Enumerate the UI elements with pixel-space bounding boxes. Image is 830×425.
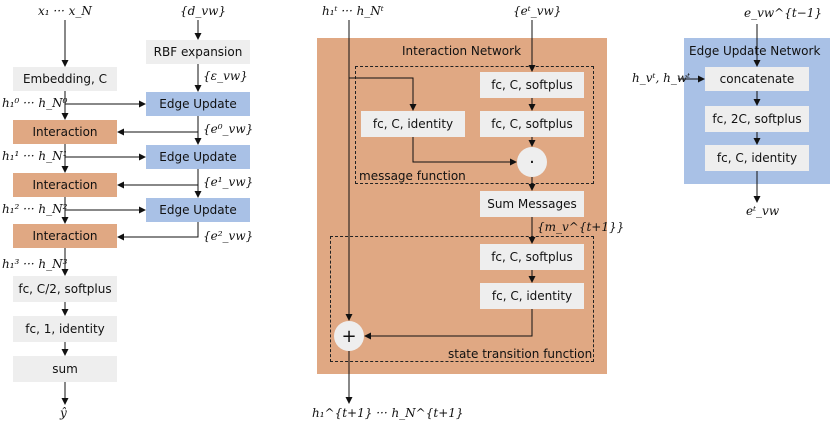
arrow-h-to-fc-identity [349,77,417,111]
message-function-region [355,66,594,184]
interaction-box-2: Interaction [13,173,117,197]
fc-softplus-box-2: fc, C, softplus [480,111,584,137]
interaction-box-3: Interaction [13,224,117,248]
multiply-node: · [517,147,547,177]
arrow-edge2-to-interaction2 [117,169,199,189]
add-node: + [334,321,364,351]
rbf-expansion-box: RBF expansion [146,40,250,64]
e1-label: {e¹_vw} [203,175,254,189]
epsilon-label: {ε_vw} [203,69,248,83]
h0-label: h₁⁰ ··· h_N⁰ [2,96,68,110]
e-t-input-label: {eᵗ_vw} [513,4,562,18]
h-t-input-label: h₁ᵗ ··· h_Nᵗ [322,4,384,18]
output-y-label: ŷ [60,406,67,420]
interaction-box-1: Interaction [13,120,117,144]
fc-identity-message-box: fc, C, identity [361,111,465,137]
e0-label: {e⁰_vw} [203,122,254,136]
h1-label: h₁¹ ··· h_N¹ [2,149,68,163]
h-t1-output-label: h₁^{t+1} ··· h_N^{t+1} [312,406,464,420]
sum-box: sum [13,356,117,382]
arrow-fc-identity-to-multiply [412,137,517,166]
sum-messages-box: Sum Messages [480,191,584,217]
concatenate-box: concatenate [705,67,809,91]
input-x-label: x₁ ··· x_N [38,4,92,18]
embedding-box: Embedding, C [13,67,117,91]
fc-c-identity-box: fc, C, identity [705,145,809,171]
hv-hw-label: h_vᵗ, h_wᵗ [632,71,691,85]
input-d-label: {d_vw} [180,4,227,18]
arrow-edge3-to-interaction3 [117,222,199,241]
interaction-network-title: Interaction Network [402,44,522,58]
fc-softplus-box-3: fc, C, softplus [480,244,584,270]
state-transition-region [330,236,594,362]
fc-softplus-box-1: fc, C, softplus [480,72,584,98]
fc-half-softplus-box: fc, C/2, softplus [13,276,117,302]
fc-one-identity-box: fc, 1, identity [13,316,117,342]
h2-label: h₁² ··· h_N² [2,202,68,216]
edge-update-box-1: Edge Update [146,92,250,116]
edge-update-box-2: Edge Update [146,145,250,169]
state-transition-label: state transition function [448,347,593,361]
fc-identity-state-box: fc, C, identity [480,283,584,309]
h3-label: h₁³ ··· h_N³ [2,257,68,271]
arrow-edge1-to-interaction1 [117,116,199,136]
e-out-label: eᵗ_vw [746,204,780,218]
edge-update-box-3: Edge Update [146,198,250,222]
m-label: {m_v^{t+1}} [537,220,625,234]
e-prev-label: e_vw^{t−1} [744,6,822,20]
edge-update-network-title: Edge Update Network [689,44,821,58]
e2-label: {e²_vw} [203,229,254,243]
message-function-label: message function [359,169,466,183]
arrow-fc-identity-to-add [364,309,533,340]
fc-2c-softplus-box: fc, 2C, softplus [705,106,809,132]
